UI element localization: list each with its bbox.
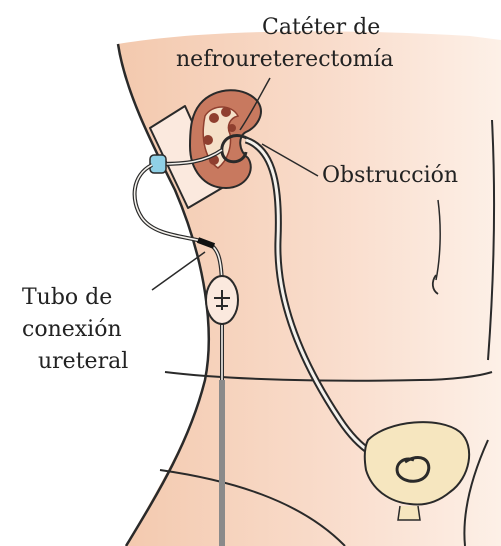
label-tube-line1: Tubo de: [22, 285, 112, 310]
label-obstruction: Obstrucción: [322, 163, 458, 188]
label-catheter-line2: nefroureterectomía: [176, 47, 394, 72]
leader-tube: [152, 252, 205, 290]
tube-fixation-strap: [206, 276, 238, 324]
label-tube-line2: conexión: [22, 317, 122, 342]
connector-hub: [150, 155, 166, 173]
label-catheter-line1: Catéter de: [262, 15, 380, 40]
label-tube-line3: ureteral: [38, 349, 128, 374]
